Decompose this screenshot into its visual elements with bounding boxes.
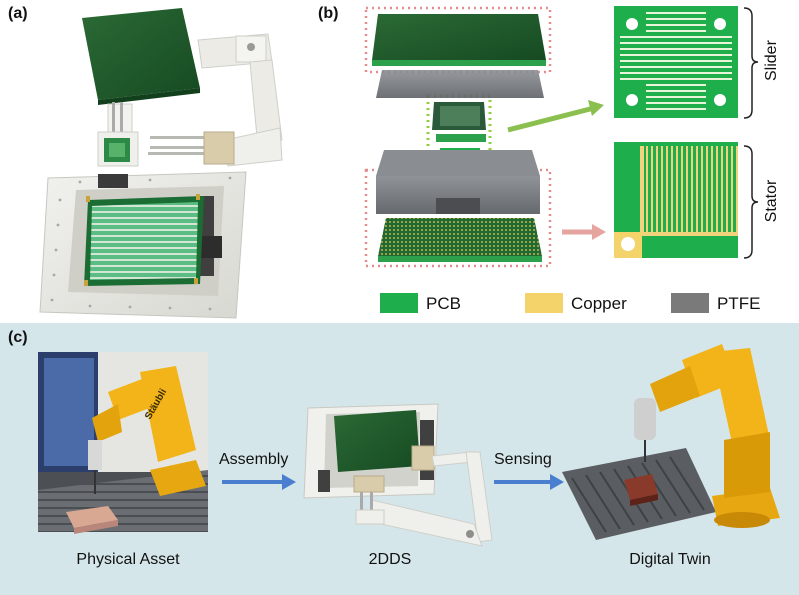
- legend-label-pcb: PCB: [426, 294, 461, 313]
- legend-label-copper: Copper: [571, 294, 627, 313]
- arrow-label-sensing: Sensing: [494, 451, 552, 468]
- legend-swatch-pcb: [380, 293, 418, 313]
- panel-c-illustration: Stäubli: [38, 344, 780, 547]
- slider-label: Slider: [763, 40, 780, 81]
- caption-digital-twin: Digital Twin: [629, 551, 711, 568]
- panel-b-illustration: [364, 6, 759, 268]
- stator-label: Stator: [763, 179, 780, 223]
- caption-physical-asset: Physical Asset: [76, 551, 180, 568]
- panel-c-label: (c): [8, 329, 28, 346]
- arrow-label-assembly: Assembly: [219, 451, 289, 468]
- legend-swatch-copper: [525, 293, 563, 313]
- panel-b-label: (b): [318, 5, 339, 22]
- panel-a-illustration: [39, 8, 283, 319]
- legend-label-ptfe: PTFE: [717, 294, 761, 313]
- caption-2dds: 2DDS: [368, 551, 412, 568]
- panel-a-label: (a): [8, 5, 28, 22]
- legend-swatch-ptfe: [671, 293, 709, 313]
